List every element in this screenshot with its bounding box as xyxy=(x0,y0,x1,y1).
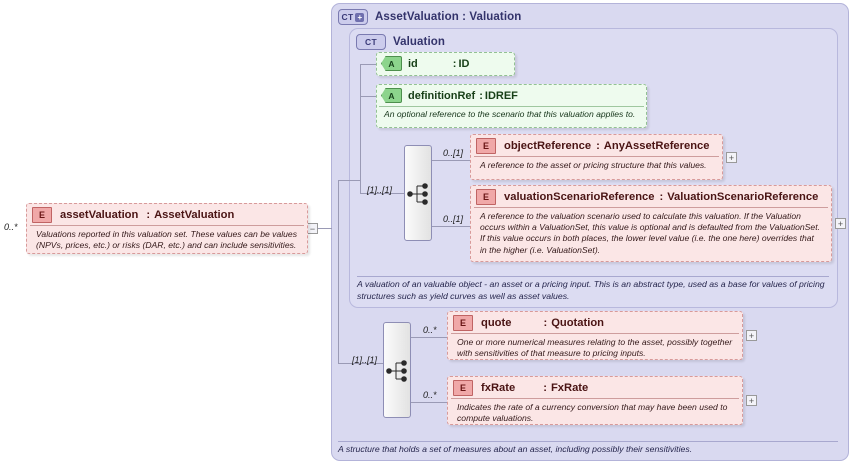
tree-branch-to-definitionref xyxy=(360,96,376,97)
element-fxrate-description: Indicates the rate of a currency convers… xyxy=(451,398,739,424)
element-quote-type: Quotation xyxy=(551,316,605,329)
attribute-icon: A xyxy=(381,88,402,103)
element-quote-sep: : xyxy=(543,316,548,329)
objectreference-cardinality: 0..[1] xyxy=(443,148,464,158)
attribute-definitionref-name: definitionRef xyxy=(408,89,476,102)
ct-badge-label: CT xyxy=(365,37,377,47)
attribute-id-header: A id : ID xyxy=(377,53,514,74)
objectreference-expand-toggle[interactable]: + xyxy=(726,152,737,163)
tree-branch-to-id xyxy=(360,64,376,65)
attribute-id-type: ID xyxy=(458,57,470,70)
complextype-valuation-title: Valuation xyxy=(393,36,446,48)
element-icon: E xyxy=(476,137,496,154)
attribute-id-name: id xyxy=(408,57,418,70)
inner-sequence-compositor[interactable] xyxy=(404,145,432,241)
connector-seq-to-valuationscenarioreference xyxy=(432,226,471,227)
complextype-assetvaluation-title: AssetValuation : Valuation xyxy=(375,11,522,23)
connector-outer-spine xyxy=(338,180,339,364)
element-assetvaluation-header: E assetValuation : AssetValuation xyxy=(27,204,307,225)
attribute-definitionref-header: A definitionRef : IDREF xyxy=(377,85,646,106)
root-element-cardinality: 0..* xyxy=(4,222,18,232)
element-fxrate-sep: : xyxy=(543,381,547,394)
element-icon: E xyxy=(453,314,473,331)
quote-cardinality: 0..* xyxy=(423,325,437,335)
element-assetvaluation-type: AssetValuation xyxy=(154,208,235,221)
complextype-valuation-header: CT Valuation xyxy=(350,29,837,52)
connector-seq-to-quote xyxy=(411,337,448,338)
connector-seq-to-objectreference xyxy=(432,160,471,161)
element-icon: E xyxy=(476,188,496,205)
valuation-type-description: A valuation of an valuable object - an a… xyxy=(357,276,829,302)
element-objectreference-box[interactable]: E objectReference : AnyAssetReference A … xyxy=(470,134,723,180)
connector-root-to-complextype xyxy=(318,228,332,229)
fxrate-expand-toggle[interactable]: + xyxy=(746,395,757,406)
complextype-assetvaluation-header: CT+ AssetValuation : Valuation xyxy=(332,4,848,27)
outer-sequence-cardinality: [1]..[1] xyxy=(352,355,378,365)
attribute-icon: A xyxy=(381,56,402,71)
element-objectreference-name: objectReference xyxy=(504,139,592,152)
outer-sequence-compositor[interactable] xyxy=(383,322,411,418)
attribute-definitionref-type: IDREF xyxy=(484,89,518,102)
element-icon: E xyxy=(453,379,473,396)
expand-plus-icon[interactable]: + xyxy=(355,12,365,22)
tree-entry-valuation xyxy=(338,180,361,181)
element-objectreference-header: E objectReference : AnyAssetReference xyxy=(471,135,722,156)
valuationscenarioreference-expand-toggle[interactable]: + xyxy=(835,218,846,229)
element-valuationscenarioreference-type: ValuationScenarioReference xyxy=(667,190,819,203)
root-element-collapse-toggle[interactable]: − xyxy=(307,223,318,234)
element-quote-name: quote xyxy=(481,316,512,329)
tree-branch-to-sequence-inner xyxy=(360,193,405,194)
fxrate-cardinality: 0..* xyxy=(423,390,437,400)
ct-badge-label: CT xyxy=(341,12,354,22)
element-valuationscenarioreference-box[interactable]: E valuationScenarioReference : Valuation… xyxy=(470,185,832,262)
element-valuationscenarioreference-name: valuationScenarioReference xyxy=(504,190,655,203)
inner-sequence-cardinality: [1]..[1] xyxy=(367,185,393,195)
element-fxrate-type: FxRate xyxy=(550,381,589,394)
element-objectreference-sep: : xyxy=(596,139,600,152)
attribute-definitionref-sep: : xyxy=(479,89,483,102)
sequence-icon xyxy=(407,183,428,205)
attribute-id-sep: : xyxy=(452,57,457,70)
element-assetvaluation-description: Valuations reported in this valuation se… xyxy=(30,225,304,251)
complextype-badge-icon[interactable]: CT+ xyxy=(338,9,368,25)
quote-expand-toggle[interactable]: + xyxy=(746,330,757,341)
element-valuationscenarioreference-sep: : xyxy=(659,190,664,203)
attribute-id-box[interactable]: A id : ID xyxy=(376,52,515,76)
element-quote-box[interactable]: E quote : Quotation One or more numerica… xyxy=(447,311,743,360)
element-icon: E xyxy=(32,206,52,223)
element-valuationscenarioreference-header: E valuationScenarioReference : Valuation… xyxy=(471,186,831,207)
complextype-valuation-badge-icon[interactable]: CT xyxy=(356,34,386,50)
element-valuationscenarioreference-description: A reference to the valuation scenario us… xyxy=(474,207,828,256)
assetvaluation-type-description: A structure that holds a set of measures… xyxy=(338,441,838,456)
connector-seq-to-fxrate xyxy=(411,402,448,403)
element-objectreference-type: AnyAssetReference xyxy=(603,139,710,152)
element-fxrate-name: fxRate xyxy=(481,381,516,394)
element-objectreference-description: A reference to the asset or pricing stru… xyxy=(474,156,719,171)
tree-spine-valuation xyxy=(360,64,361,193)
attribute-definitionref-description: An optional reference to the scenario th… xyxy=(379,106,644,120)
element-quote-header: E quote : Quotation xyxy=(448,312,742,333)
sequence-icon xyxy=(386,360,407,382)
element-fxrate-box[interactable]: E fxRate : FxRate Indicates the rate of … xyxy=(447,376,743,425)
element-assetvaluation-name: assetValuation xyxy=(60,208,139,221)
valuationscenarioreference-cardinality: 0..[1] xyxy=(443,214,464,224)
element-quote-description: One or more numerical measures relating … xyxy=(451,333,739,359)
element-assetvaluation-box[interactable]: E assetValuation : AssetValuation Valuat… xyxy=(26,203,308,254)
attribute-definitionref-box[interactable]: A definitionRef : IDREF An optional refe… xyxy=(376,84,647,128)
connector-outer-entry xyxy=(338,363,383,364)
element-assetvaluation-sep: : xyxy=(146,208,151,221)
element-fxrate-header: E fxRate : FxRate xyxy=(448,377,742,398)
